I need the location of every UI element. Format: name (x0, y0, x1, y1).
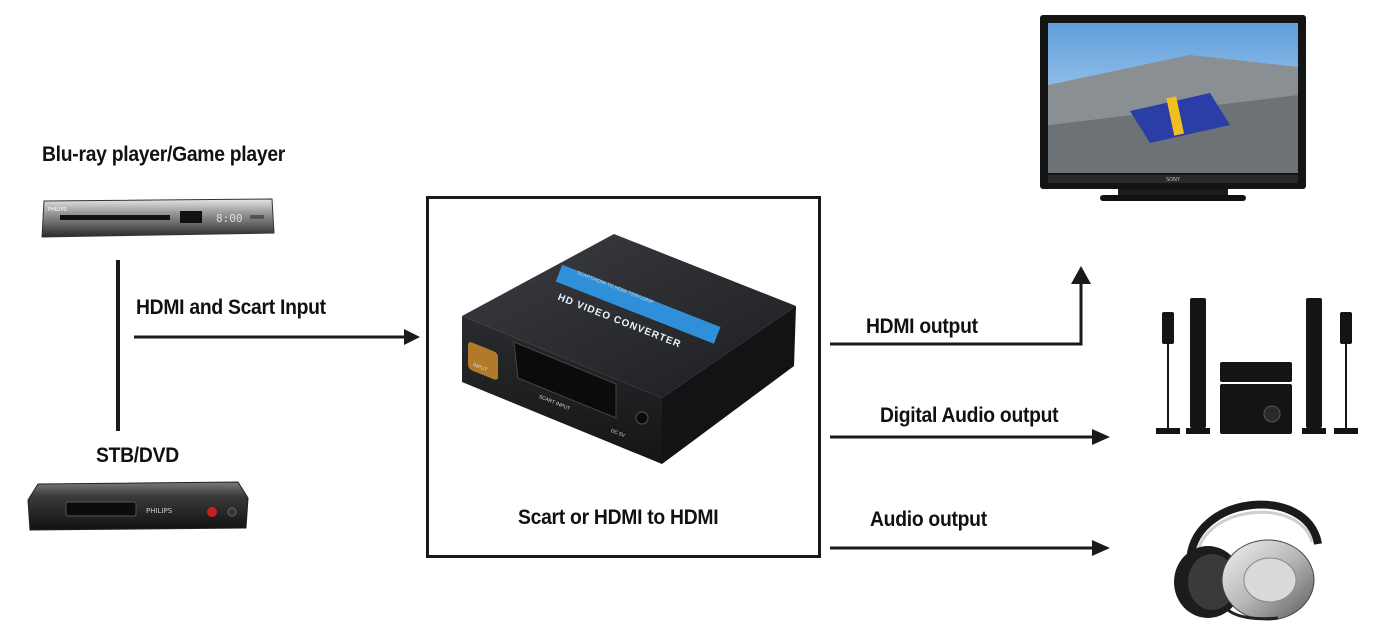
tv-image: SONY (1040, 15, 1306, 205)
player-brand-mark: PHILIPS (48, 207, 67, 213)
stb-dvd-image: PHILIPS (26, 478, 250, 536)
audio-output-label: Audio output (870, 508, 987, 531)
headphones-image (1168, 484, 1328, 624)
bluray-player-label: Blu-ray player/Game player (42, 143, 286, 166)
converter-device-image (456, 232, 802, 468)
hdmi-output-arrow (830, 264, 1100, 354)
input-arrow (134, 327, 422, 347)
digital-audio-arrow (830, 427, 1112, 447)
speaker-system-image (1150, 298, 1364, 442)
converter-label: Scart or HDMI to HDMI (518, 506, 719, 529)
tv-brand-mark: SONY (1166, 177, 1181, 183)
svg-text:PHILIPS: PHILIPS (146, 507, 173, 515)
input-label: HDMI and Scart Input (136, 296, 326, 319)
digital-audio-output-label: Digital Audio output (880, 404, 1059, 427)
hdmi-output-label: HDMI output (866, 315, 978, 338)
source-connector-line (116, 260, 120, 431)
bluray-player-image: 8:00 PHILIPS (40, 195, 276, 243)
converter-frame (426, 196, 821, 558)
audio-output-arrow (830, 538, 1112, 558)
stb-dvd-label: STB/DVD (96, 444, 179, 467)
svg-text:8:00: 8:00 (216, 212, 243, 225)
